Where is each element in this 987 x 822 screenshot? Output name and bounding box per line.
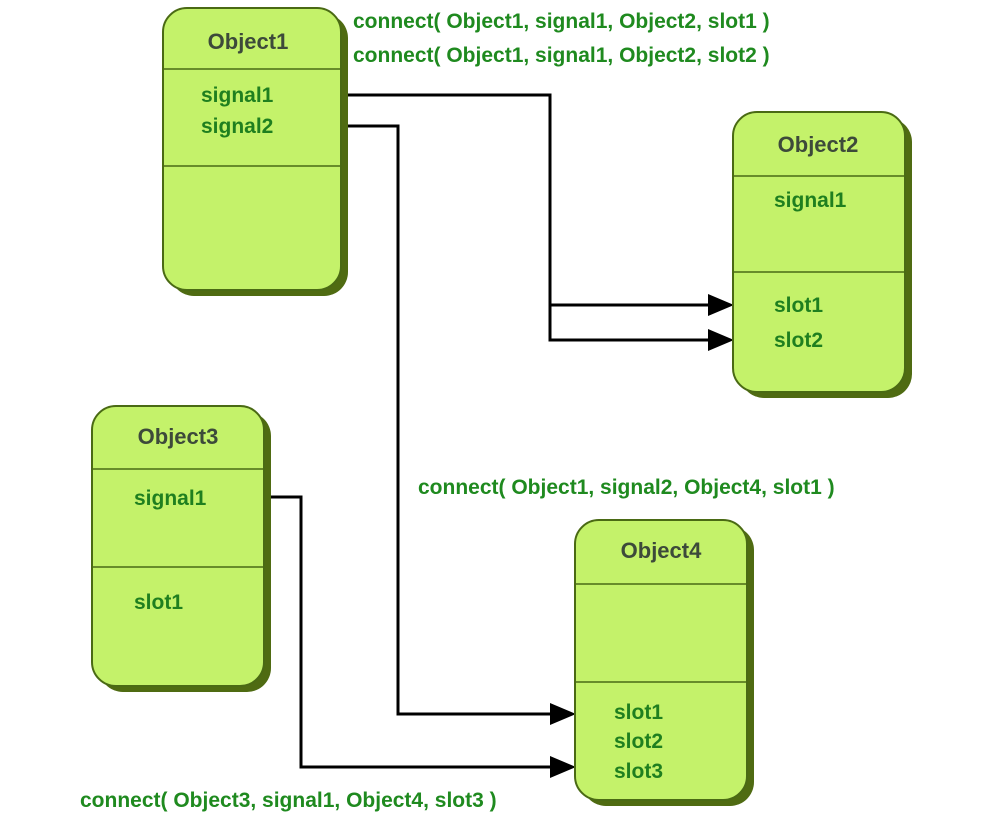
object1-title: Object1 [208,29,289,54]
arrow-head [708,329,734,351]
arrow-head [550,703,576,725]
connector-o1-signal2-to-o4-slot1 [342,124,552,716]
connect-label-o3-signal1-o4-slot3: connect( Object3, signal1, Object4, slot… [80,789,497,812]
object4-slot1: slot1 [614,701,663,724]
connect-label-o1-signal2-o4-slot1: connect( Object1, signal2, Object4, slot… [418,476,835,499]
object4-slot3: slot3 [614,760,663,783]
object4-box: Object4 slot1 slot2 slot3 [574,519,754,806]
box-body [91,405,265,687]
object2-title: Object2 [778,132,859,157]
connector-o1-signal1-to-o2-slot1 [342,93,710,307]
connector-o3-signal1-to-o4-slot3 [270,495,552,769]
arrow-head [550,756,576,778]
connect-label-o1-signal1-o2-slot2: connect( Object1, signal1, Object2, slot… [353,44,770,67]
box-body [162,7,342,291]
object2-slot1: slot1 [774,294,823,317]
object2-signal1: signal1 [774,189,847,212]
object2-box: Object2 signal1 slot1 slot2 [732,111,912,398]
object1-box: Object1 signal1 signal2 [162,7,348,296]
object3-title: Object3 [138,424,219,449]
connect-label-o1-signal1-o2-slot1: connect( Object1, signal1, Object2, slot… [353,10,770,33]
object3-slot1: slot1 [134,591,183,614]
arrow-head [708,294,734,316]
object2-slot2: slot2 [774,329,823,352]
connector-o1-signal1-to-o2-slot2 [548,305,710,342]
object1-signal1: signal1 [201,84,274,107]
box-body [574,519,748,801]
connection-lines [270,93,734,778]
object4-title: Object4 [621,538,702,563]
object1-signal2: signal2 [201,115,273,138]
object4-slot2: slot2 [614,730,663,753]
connection-labels: connect( Object1, signal1, Object2, slot… [80,10,835,812]
box-body [732,111,906,393]
object3-signal1: signal1 [134,487,207,510]
object3-box: Object3 signal1 slot1 [91,405,271,692]
